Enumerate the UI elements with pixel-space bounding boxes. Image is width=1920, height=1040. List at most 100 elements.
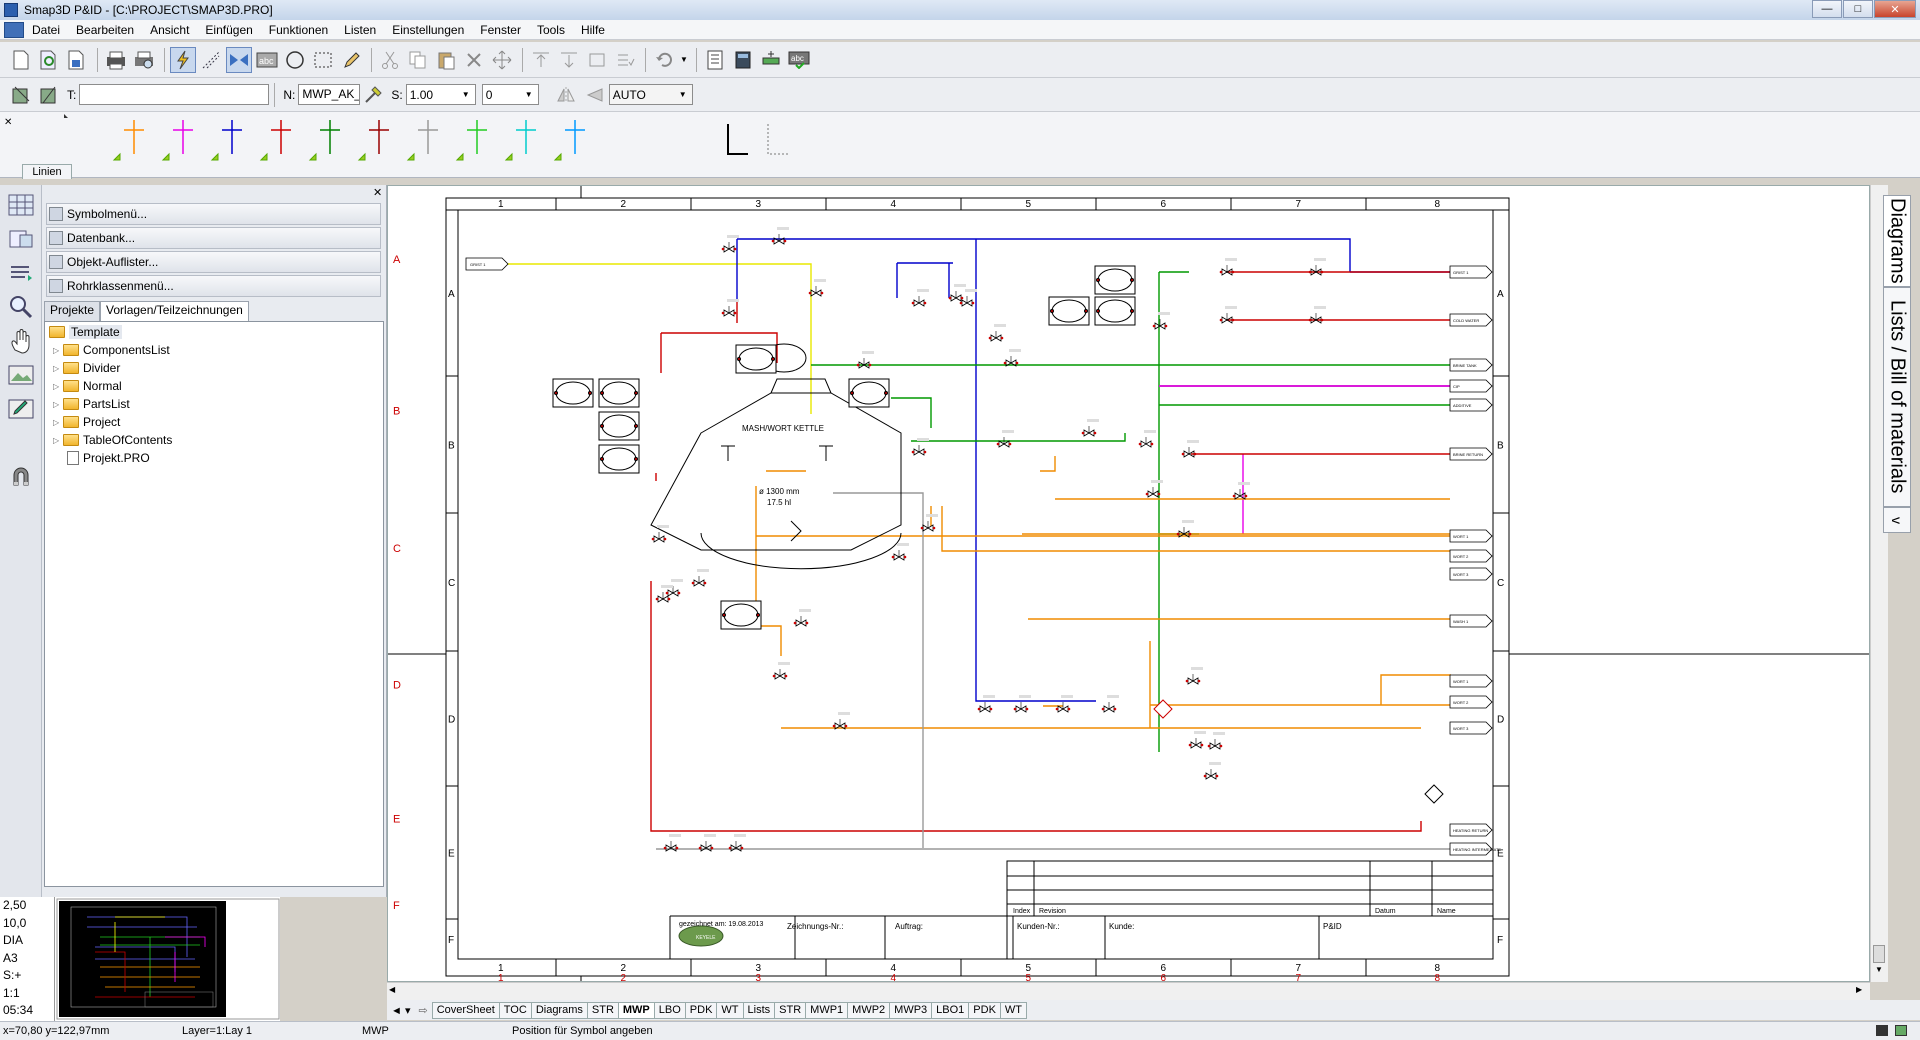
magnet-icon[interactable] — [7, 463, 35, 491]
sheet-tab[interactable]: MWP — [617, 1001, 655, 1019]
valve-symbol[interactable] — [1219, 258, 1237, 276]
delete-icon[interactable] — [461, 47, 487, 73]
horizontal-scrollbar[interactable]: ◀ ▶ — [387, 982, 1870, 1000]
off-page-connector[interactable]: WASH 1 — [1449, 614, 1493, 628]
tree-file[interactable]: Projekt.PRO — [63, 449, 150, 467]
open-icon[interactable] — [36, 47, 62, 73]
pump-symbol[interactable] — [1153, 699, 1173, 719]
valve-symbol[interactable] — [1188, 731, 1206, 749]
menu-datei[interactable]: Datei — [32, 22, 61, 37]
line-swatch[interactable] — [112, 120, 144, 161]
inlet-connector[interactable]: GRIST 1 — [465, 257, 509, 271]
object-lister-button[interactable]: Objekt-Auflister... — [46, 251, 381, 273]
sheet-tab[interactable]: PDK — [684, 1001, 718, 1019]
undo-dropdown-icon[interactable]: ▼ — [680, 55, 688, 64]
equipment-block[interactable] — [720, 600, 762, 630]
line-swatch[interactable] — [259, 120, 291, 161]
valve-symbol[interactable] — [721, 299, 739, 317]
tree-item[interactable]: ▷PartsList — [53, 395, 130, 413]
mirror-vertical-icon[interactable] — [581, 82, 607, 108]
draw-line-icon[interactable] — [170, 46, 196, 73]
mash-wort-kettle[interactable] — [650, 343, 902, 570]
database-button[interactable]: Datenbank... — [46, 227, 381, 249]
equipment-blocks[interactable] — [552, 265, 1136, 630]
valves[interactable] — [651, 227, 1326, 852]
off-page-connector[interactable]: WORT 1 — [1449, 529, 1493, 543]
off-page-connector[interactable]: WORT 3 — [1449, 567, 1493, 581]
panel-close-icon[interactable]: ✕ — [373, 187, 383, 199]
symbol-edit-icon[interactable] — [36, 82, 62, 108]
symbol-library-icon[interactable] — [7, 225, 35, 253]
rectangle-select-icon[interactable] — [310, 47, 336, 73]
valve-symbol[interactable] — [651, 525, 669, 543]
maximize-button[interactable]: □ — [1843, 0, 1873, 18]
off-page-connector[interactable]: WORT 1 — [1449, 674, 1493, 688]
off-page-connector[interactable]: WORT 2 — [1449, 695, 1493, 709]
t-input[interactable] — [79, 84, 270, 105]
valve-symbol[interactable] — [1181, 440, 1199, 458]
menu-fenster[interactable]: Fenster — [480, 22, 521, 37]
valve-symbol[interactable] — [1055, 695, 1073, 713]
sheet-tab[interactable]: WT — [716, 1001, 744, 1019]
off-page-connector[interactable]: COLD WATER — [1449, 313, 1493, 327]
line-swatch[interactable] — [504, 120, 536, 161]
valve-symbol[interactable] — [988, 324, 1006, 342]
scroll-down-icon[interactable]: ▼ — [1875, 965, 1883, 974]
equipment-block[interactable] — [552, 378, 594, 408]
valve-symbol[interactable] — [1003, 349, 1021, 367]
equipment-block[interactable] — [1094, 296, 1136, 326]
valve-symbol[interactable] — [948, 284, 966, 302]
tree-item[interactable]: ▷Normal — [53, 377, 122, 395]
off-page-connector[interactable]: CIP — [1449, 379, 1493, 393]
valve-symbol[interactable] — [1152, 312, 1170, 330]
tab-diagrams[interactable]: Diagrams — [1883, 195, 1911, 287]
nav-back-icon[interactable]: ◄ ▾ — [391, 1004, 411, 1017]
menu-einfuegen[interactable]: Einfügen — [205, 22, 253, 37]
connect-icon[interactable] — [226, 46, 252, 73]
heat-exchanger-symbol[interactable] — [1424, 784, 1444, 804]
sheet-tab[interactable]: LBO — [653, 1001, 686, 1019]
off-page-connector[interactable]: BRINE TANK — [1449, 358, 1493, 372]
expand-icon[interactable]: ▷ — [53, 435, 60, 445]
sheet-tab[interactable]: STR — [586, 1001, 619, 1019]
pan-hand-icon[interactable] — [7, 327, 35, 355]
valve-symbol[interactable] — [1101, 695, 1119, 713]
valve-symbol[interactable] — [996, 430, 1014, 448]
tab-vorlagen[interactable]: Vorlagen/Teilzeichnungen — [100, 301, 249, 321]
dimension-icon[interactable] — [198, 47, 224, 73]
overview-minimap[interactable] — [55, 897, 280, 1021]
n-input[interactable]: MWP_AK_ — [298, 84, 361, 105]
sheet-tab[interactable]: STR — [774, 1001, 807, 1019]
copy-icon[interactable] — [405, 47, 431, 73]
scroll-thumb[interactable] — [1873, 945, 1885, 963]
line-swatch[interactable] — [455, 120, 487, 161]
line-swatch[interactable] — [210, 120, 242, 161]
menu-listen[interactable]: Listen — [344, 22, 377, 37]
new-icon[interactable] — [8, 47, 34, 73]
valve-symbol[interactable] — [1232, 482, 1250, 500]
valve-symbol[interactable] — [959, 289, 977, 307]
mode-combo[interactable]: AUTO▼ — [608, 84, 693, 105]
expand-icon[interactable]: ▷ — [53, 381, 60, 391]
equipment-block[interactable] — [1048, 296, 1090, 326]
valve-symbol[interactable] — [1185, 667, 1203, 685]
tree-item[interactable]: ▷ComponentsList — [53, 341, 170, 359]
expand-icon[interactable]: ▷ — [53, 345, 60, 355]
scale-combo[interactable]: 1.00▼ — [405, 84, 476, 105]
line-swatch[interactable] — [308, 120, 340, 161]
print-icon[interactable] — [103, 47, 129, 73]
sheet-tab[interactable]: CoverSheet — [431, 1001, 500, 1019]
tree-item[interactable]: ▷Project — [53, 413, 120, 431]
valve-symbol[interactable] — [772, 662, 790, 680]
text-check-icon[interactable]: abc — [786, 47, 812, 73]
pipe-class-menu-button[interactable]: Rohrklassenmenü... — [46, 275, 381, 297]
valve-symbol[interactable] — [1138, 430, 1156, 448]
valve-symbol[interactable] — [721, 235, 739, 253]
equipment-block[interactable] — [735, 344, 777, 374]
valve-symbol[interactable] — [808, 279, 826, 297]
valve-symbol[interactable] — [856, 351, 874, 369]
off-page-connector[interactable]: WORT 2 — [1449, 549, 1493, 563]
off-page-connector[interactable]: BRINE RETURN — [1449, 447, 1493, 461]
sheet-tab[interactable]: WT — [999, 1001, 1028, 1019]
